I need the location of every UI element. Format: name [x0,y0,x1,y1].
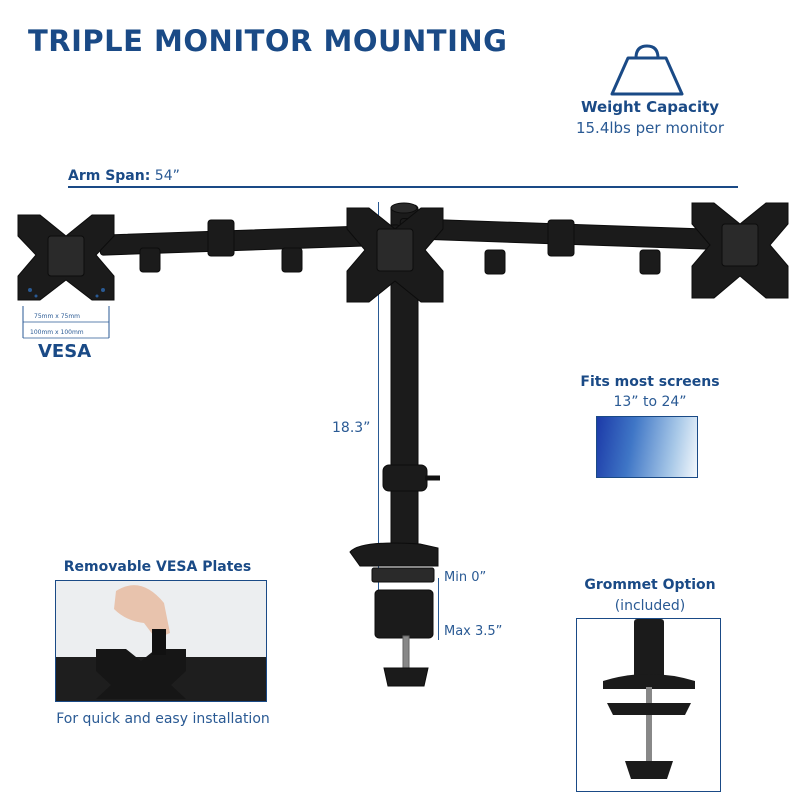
left-joint [207,219,235,257]
height-value: 18.3” [332,420,371,436]
vesa-small-size: 75mm x 75mm [34,313,81,320]
grommet-title: Grommet Option [584,577,716,593]
grommet-photo [576,618,721,792]
clamp-max: Max 3.5” [444,624,503,639]
screen-gradient-graphic [596,416,698,478]
height-collar [382,464,428,492]
arm-span-value: 54” [154,168,180,184]
clamp-min: Min 0” [444,570,487,585]
vesa-large-size: 100mm x 100mm [30,329,84,336]
clamp-base [349,542,439,567]
grommet-subtitle: (included) [614,598,686,614]
removable-plates-photo [55,580,267,702]
page-title: TRIPLE MONITOR MOUNTING [28,24,508,58]
weight-icon [610,44,684,96]
weight-capacity-value: 15.4lbs per monitor [575,119,725,137]
clamp-body [374,589,434,639]
arm-span-label: Arm Span: [68,168,151,184]
fits-screens-range: 13” to 24” [613,394,687,410]
clamp-range-line [438,578,439,640]
removable-plates-title: Removable VESA Plates [63,559,252,575]
weight-capacity-title: Weight Capacity [580,98,720,116]
triple-monitor-mount-image [17,202,789,687]
arm-span-text: Arm Span: 54” [68,168,180,184]
arm-span-line [68,186,738,188]
fits-screens-title: Fits most screens [580,374,720,390]
vesa-label: VESA [38,341,92,362]
removable-plates-caption: For quick and easy installation [56,711,270,727]
clamp-knob [383,667,429,687]
right-joint [547,219,575,257]
height-line [378,202,379,622]
pole-cap [390,202,418,214]
